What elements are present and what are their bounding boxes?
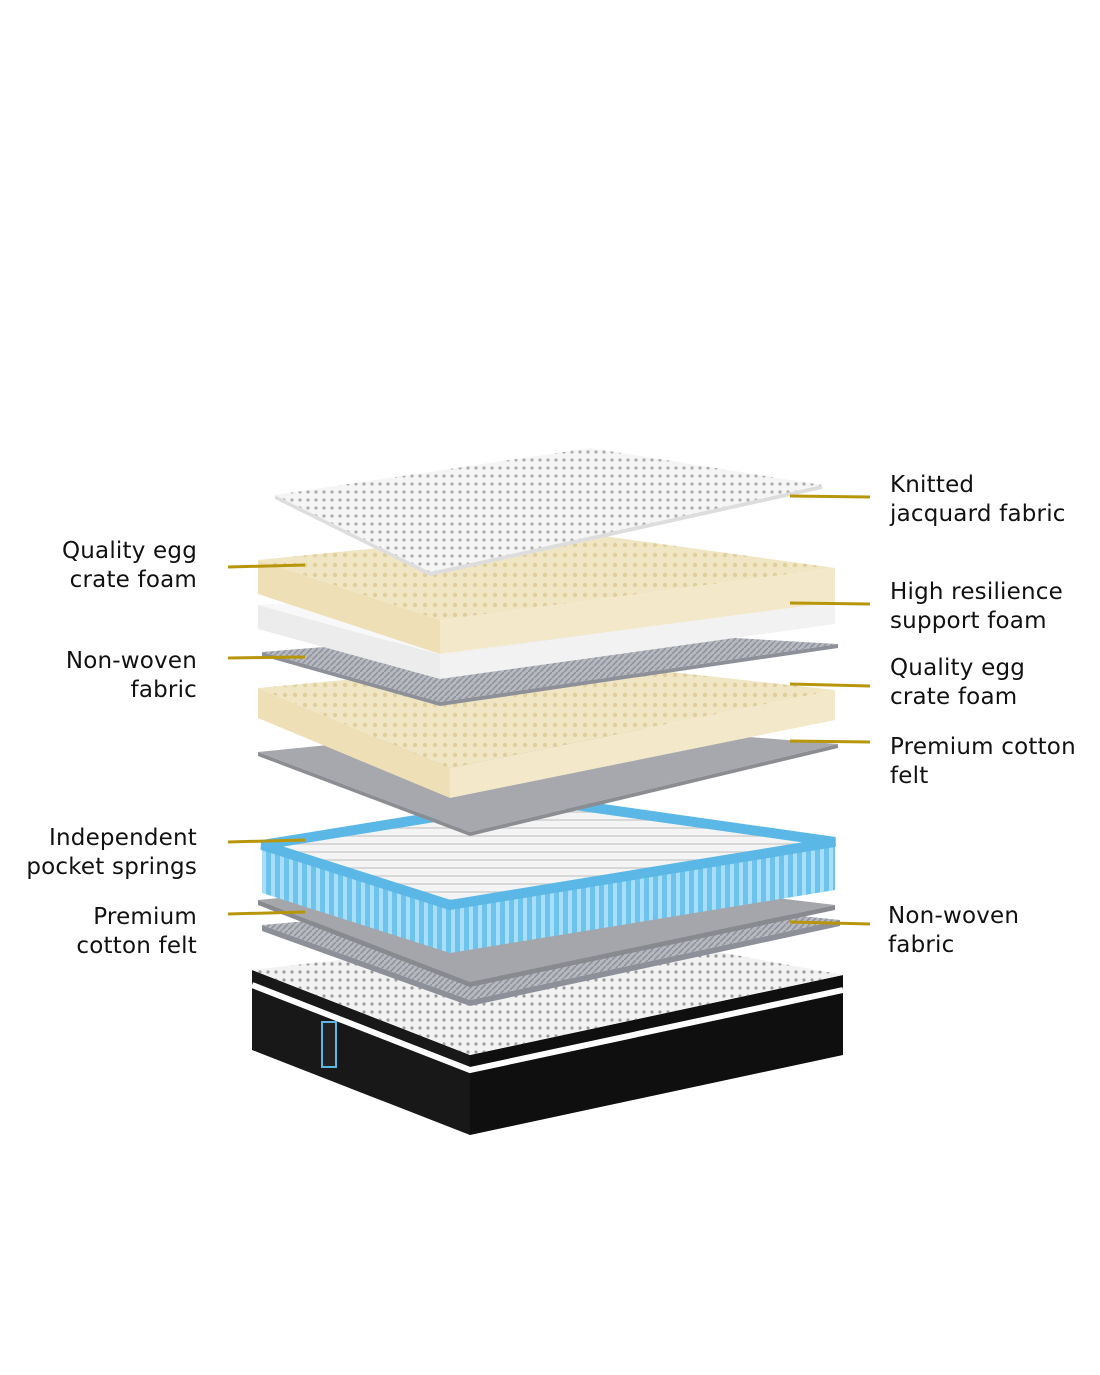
label-line: Independent <box>49 825 197 851</box>
leader-line <box>789 920 871 926</box>
label-non-woven-fabric-right: Non-woven fabric <box>888 902 1019 960</box>
label-line: jacquard fabric <box>890 501 1066 527</box>
label-line: Quality egg <box>890 655 1026 681</box>
base-mattress-right-side <box>470 975 843 1135</box>
label-premium-cotton-felt-left: Premium cotton felt <box>76 903 197 961</box>
leader-line <box>227 563 306 569</box>
label-line: pocket springs <box>26 854 197 880</box>
leader-line <box>227 910 306 916</box>
jacquard-pattern <box>275 448 822 572</box>
knitted-jacquard-top-right-side <box>430 485 822 576</box>
egg-foam-upper-right-side <box>440 568 835 654</box>
brand-label <box>321 1021 337 1068</box>
non-woven-upper-front-side <box>262 652 440 706</box>
label-quality-egg-crate-foam-right: Quality egg crate foam <box>890 654 1025 712</box>
label-line: Quality egg <box>61 538 197 564</box>
label-line: crate foam <box>890 684 1018 710</box>
label-premium-cotton-felt-right: Premium cotton felt <box>890 733 1076 791</box>
label-line: support foam <box>890 608 1047 634</box>
label-high-resilience-support-foam: High resilience support foam <box>890 578 1063 636</box>
leader-line <box>227 838 306 844</box>
label-line: Premium <box>93 904 197 930</box>
leader-line <box>789 739 871 744</box>
label-quality-egg-crate-foam-left: Quality egg crate foam <box>62 537 197 595</box>
felt-lower-right-side <box>470 905 835 987</box>
hr-foam-right-side <box>440 600 835 679</box>
knitted-jacquard-top-front-side <box>275 495 430 576</box>
leader-line <box>789 494 871 499</box>
label-line: Non-woven <box>888 903 1020 929</box>
non-woven-upper-right-side <box>440 644 838 706</box>
label-line: felt <box>890 763 929 789</box>
non-woven-lower-front-side <box>262 925 470 1006</box>
label-line: fabric <box>888 932 955 958</box>
base-mattress-white-band <box>250 982 844 1074</box>
label-line: cotton felt <box>76 933 197 959</box>
label-line: crate foam <box>69 567 197 593</box>
label-line: Premium cotton <box>890 734 1076 760</box>
leader-line <box>789 682 871 688</box>
felt-upper-right-side <box>470 744 838 836</box>
pocket-springs-right-side <box>450 842 835 953</box>
base-mattress-front-side <box>252 970 470 1135</box>
felt-upper-front-side <box>258 752 470 836</box>
label-independent-pocket-springs: Independent pocket springs <box>26 824 197 882</box>
pocket-springs-front-side <box>262 845 450 953</box>
egg-foam-lower-right-side <box>450 690 835 798</box>
felt-lower-front-side <box>258 900 470 987</box>
egg-foam-lower-front-side <box>258 688 450 798</box>
leader-line <box>789 601 871 606</box>
label-line: Non-woven <box>65 648 197 674</box>
label-line: Knitted <box>890 472 975 498</box>
label-line: fabric <box>130 677 197 703</box>
label-line: High resilience <box>890 579 1063 605</box>
label-knitted-jacquard-fabric: Knitted jacquard fabric <box>890 471 1066 529</box>
label-non-woven-fabric-left: Non-woven fabric <box>66 647 197 705</box>
hr-foam-front-side <box>258 605 440 679</box>
non-woven-lower-right-side <box>470 920 840 1006</box>
leader-line <box>227 655 306 660</box>
egg-foam-upper-front-side <box>258 560 440 654</box>
